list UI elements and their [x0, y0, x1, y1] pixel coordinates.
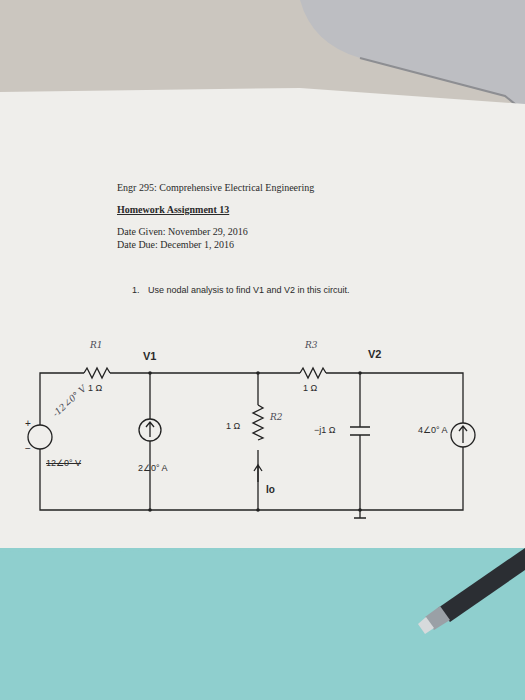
resistor-label: R1 [90, 340, 103, 350]
pen [418, 548, 525, 634]
date-line: Date Due: December 1, 2016 [117, 239, 234, 251]
polarity-sign: + [25, 418, 31, 430]
capacitor-value: −j1 Ω [314, 425, 336, 435]
question-text: Use nodal analysis to find V1 and V2 in … [148, 285, 350, 295]
wire [326, 373, 463, 423]
node-label: V2 [368, 348, 381, 361]
source-value: 2∠0° A [138, 463, 168, 473]
node-dots [148, 371, 362, 512]
capacitor-symbol [350, 427, 370, 435]
blue-ground [0, 548, 525, 700]
wire [110, 372, 300, 373]
resistor-value: 1 Ω [226, 421, 240, 431]
resistor-value: 1 Ω [303, 383, 317, 393]
resistor-symbol [300, 368, 326, 378]
wire [359, 373, 360, 510]
handwritten-source-value: -12∠0° V [51, 383, 89, 419]
date-line: Date Given: November 29, 2016 [117, 226, 248, 238]
current-label: Io [266, 484, 275, 496]
arrow [459, 426, 467, 443]
source-value: 4∠0° A [418, 425, 448, 435]
struck-source-value: 12∠0° V [46, 458, 81, 468]
paper [0, 88, 525, 552]
polarity-sign: − [25, 443, 31, 455]
voltage-source [28, 425, 52, 449]
current-arrow [254, 465, 262, 482]
blue-ground [0, 548, 525, 700]
circuit-schematic [28, 368, 475, 518]
wire [40, 447, 463, 510]
resistor-label: R2 [270, 412, 283, 422]
current-source [139, 419, 161, 441]
resistor-symbol [84, 368, 110, 378]
current-source [451, 423, 475, 447]
question-number: 1. [132, 285, 140, 295]
resistor-label: R3 [305, 340, 318, 350]
node-label: V1 [143, 350, 156, 363]
resistor-symbol [253, 405, 263, 440]
arrow [146, 422, 154, 437]
wire [257, 373, 258, 510]
course-title: Engr 295: Comprehensive Electrical Engin… [117, 182, 314, 194]
resistor-value: 1 Ω [88, 383, 102, 393]
assignment-heading: Homework Assignment 13 [117, 204, 229, 216]
